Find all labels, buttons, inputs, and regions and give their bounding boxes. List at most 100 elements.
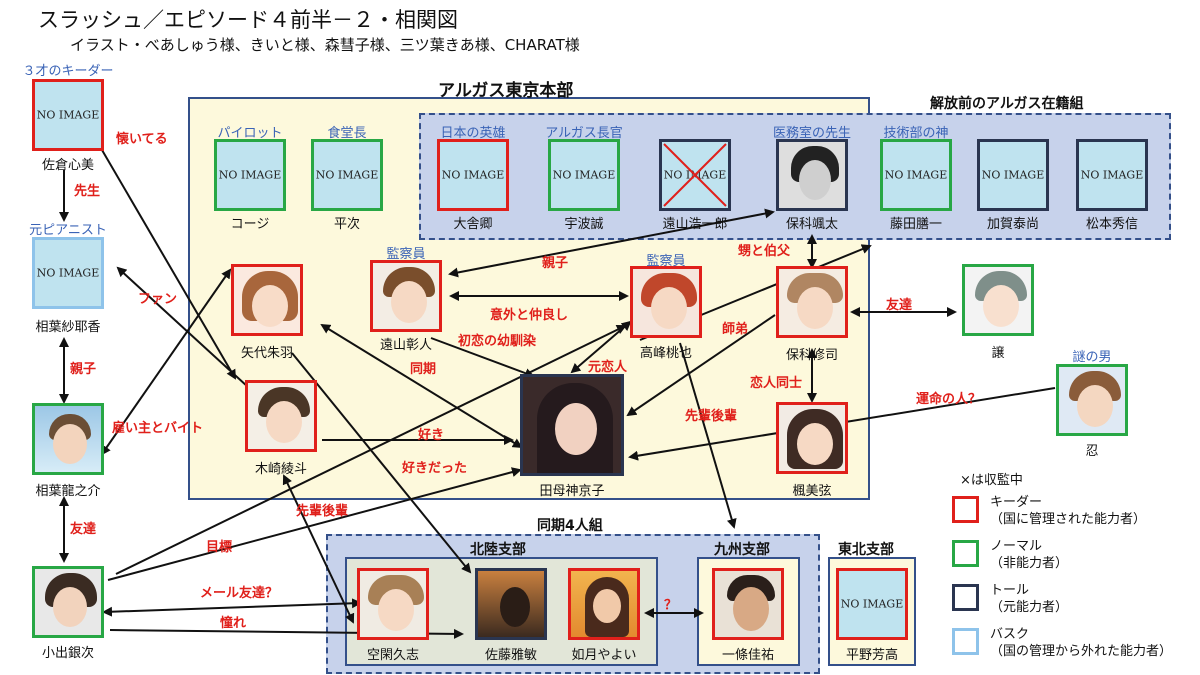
- card-sato[interactable]: [475, 568, 547, 640]
- card-yashiro[interactable]: [231, 264, 303, 336]
- role-hoshina-k: 医務室の先生: [772, 126, 852, 141]
- arrow-r14: [679, 342, 737, 529]
- card-kisaragi[interactable]: [568, 568, 640, 640]
- name-sato: 佐藤雅敏: [484, 648, 538, 663]
- card-hirano[interactable]: NO IMAGE: [836, 568, 908, 640]
- card-daisha[interactable]: NO IMAGE: [437, 139, 509, 211]
- name-shinobu: 忍: [1085, 444, 1099, 459]
- relation-label: 師弟: [722, 322, 749, 337]
- relation-label: 恋人同士: [750, 376, 803, 391]
- relation-label: 同期: [410, 362, 437, 377]
- card-shinobu[interactable]: [1056, 364, 1128, 436]
- legend-swatch-normal: [952, 540, 979, 567]
- legend-label-bask: バスク （国の管理から外れた能力者）: [990, 627, 1173, 659]
- name-hoshina-s: 保科修司: [785, 348, 839, 363]
- name-aiba-ryu: 相葉龍之介: [35, 484, 101, 499]
- arrow-r20: [282, 474, 355, 624]
- region-label-tohoku: 東北支部: [838, 542, 894, 558]
- card-toyama-k[interactable]: NO IMAGE: [659, 139, 731, 211]
- legend-swatch-toll: [952, 584, 979, 611]
- relation-label: 親子: [542, 256, 569, 271]
- arrow-r22: [102, 598, 362, 617]
- role-fujita: 技術部の神: [883, 126, 949, 141]
- card-takamine[interactable]: [630, 266, 702, 338]
- card-tamo[interactable]: [520, 374, 624, 476]
- card-aiba-sayaka[interactable]: NO IMAGE: [32, 237, 104, 309]
- name-ichijo: 一條佳祐: [721, 648, 775, 663]
- name-kaga: 加賀泰尚: [986, 217, 1040, 232]
- relation-label: 元恋人: [588, 360, 628, 375]
- relation-label: 好きだった: [402, 461, 468, 476]
- role-daisha: 日本の英雄: [440, 126, 506, 141]
- card-heiji[interactable]: NO IMAGE: [311, 139, 383, 211]
- card-kaede[interactable]: [776, 402, 848, 474]
- relation-label: ？: [664, 598, 678, 613]
- relation-label: 憧れ: [220, 616, 247, 631]
- card-kizaki[interactable]: [245, 380, 317, 452]
- name-toyama-a: 遠山彰人: [379, 338, 433, 353]
- role-takamine: 監察員: [646, 254, 686, 269]
- relation-label: 先輩後輩: [685, 409, 738, 424]
- relation-label: 甥と伯父: [738, 244, 791, 259]
- legend-label-normal: ノーマル （非能力者）: [990, 539, 1069, 571]
- card-yuzuru[interactable]: [962, 264, 1034, 336]
- name-hoshina-k: 保科颯太: [785, 217, 839, 232]
- card-aiba-ryu[interactable]: [32, 403, 104, 475]
- card-sakura[interactable]: NO IMAGE: [32, 79, 104, 151]
- name-sakura: 佐倉心美: [41, 158, 95, 173]
- role-toyama-a: 監察員: [386, 247, 426, 262]
- deceased-cross-icon: [663, 143, 727, 207]
- region-label-kyushu: 九州支部: [714, 542, 770, 558]
- arrow-r13: [107, 467, 522, 581]
- name-koide: 小出銀次: [41, 646, 95, 661]
- card-hanami[interactable]: NO IMAGE: [548, 139, 620, 211]
- name-hirano: 平野芳高: [845, 648, 899, 663]
- name-daisha: 大舎卿: [453, 217, 493, 232]
- name-yashiro: 矢代朱羽: [240, 346, 294, 361]
- legend-note: ×は収監中: [960, 473, 1023, 488]
- relation-label: 初恋の幼馴染: [458, 334, 537, 349]
- card-koji[interactable]: NO IMAGE: [214, 139, 286, 211]
- arrow-r16: [626, 314, 776, 417]
- role-hanami: アルガス長官: [545, 126, 623, 141]
- relation-label: ファン: [138, 292, 178, 307]
- card-fujita[interactable]: NO IMAGE: [880, 139, 952, 211]
- region-label-hokuriku: 北陸支部: [470, 542, 526, 558]
- relation-label: 好き: [418, 428, 445, 443]
- name-toyama-k: 遠山浩一郎: [662, 217, 728, 232]
- card-matsumoto[interactable]: NO IMAGE: [1076, 139, 1148, 211]
- role-koji: パイロット: [217, 126, 283, 141]
- arrow-r7: [448, 208, 775, 278]
- card-toyama-a[interactable]: [370, 260, 442, 332]
- name-sorashizu: 空閑久志: [366, 648, 420, 663]
- name-fujita: 藤田膳一: [889, 217, 943, 232]
- page-title: スラッシュ／エピソード４前半－２・相関図: [38, 8, 458, 32]
- relation-label: 友達: [70, 522, 97, 537]
- name-tamo: 田母神京子: [539, 484, 605, 499]
- card-koide[interactable]: [32, 566, 104, 638]
- relation-label: 意外と仲良し: [490, 308, 569, 323]
- relation-label: 友達: [886, 298, 913, 313]
- role-sakura: ３才のキーダー: [22, 64, 114, 79]
- card-hoshina-k[interactable]: [776, 139, 848, 211]
- legend-swatch-bask: [952, 628, 979, 655]
- card-hoshina-s[interactable]: [776, 266, 848, 338]
- name-yuzuru: 譲: [991, 346, 1005, 361]
- arrow-yashiro-sato: [291, 352, 472, 574]
- relation-label: 先輩後輩: [296, 504, 349, 519]
- relation-label: 運命の人？: [916, 392, 982, 407]
- relation-label: メール友達？: [200, 586, 279, 601]
- name-takamine: 高峰桃也: [639, 346, 693, 361]
- name-kizaki: 木崎綾斗: [254, 462, 308, 477]
- region-label-doki: 同期4人組: [537, 518, 603, 534]
- card-ichijo[interactable]: [712, 568, 784, 640]
- arrow-r10: [320, 323, 523, 449]
- name-kisaragi: 如月やよい: [571, 648, 637, 663]
- card-sorashizu[interactable]: [357, 568, 429, 640]
- card-kaga[interactable]: NO IMAGE: [977, 139, 1049, 211]
- role-shinobu: 謎の男: [1072, 350, 1112, 365]
- arrow-r5: [100, 268, 232, 456]
- relation-label: 目標: [206, 540, 233, 555]
- name-hanami: 宇波誠: [564, 217, 604, 232]
